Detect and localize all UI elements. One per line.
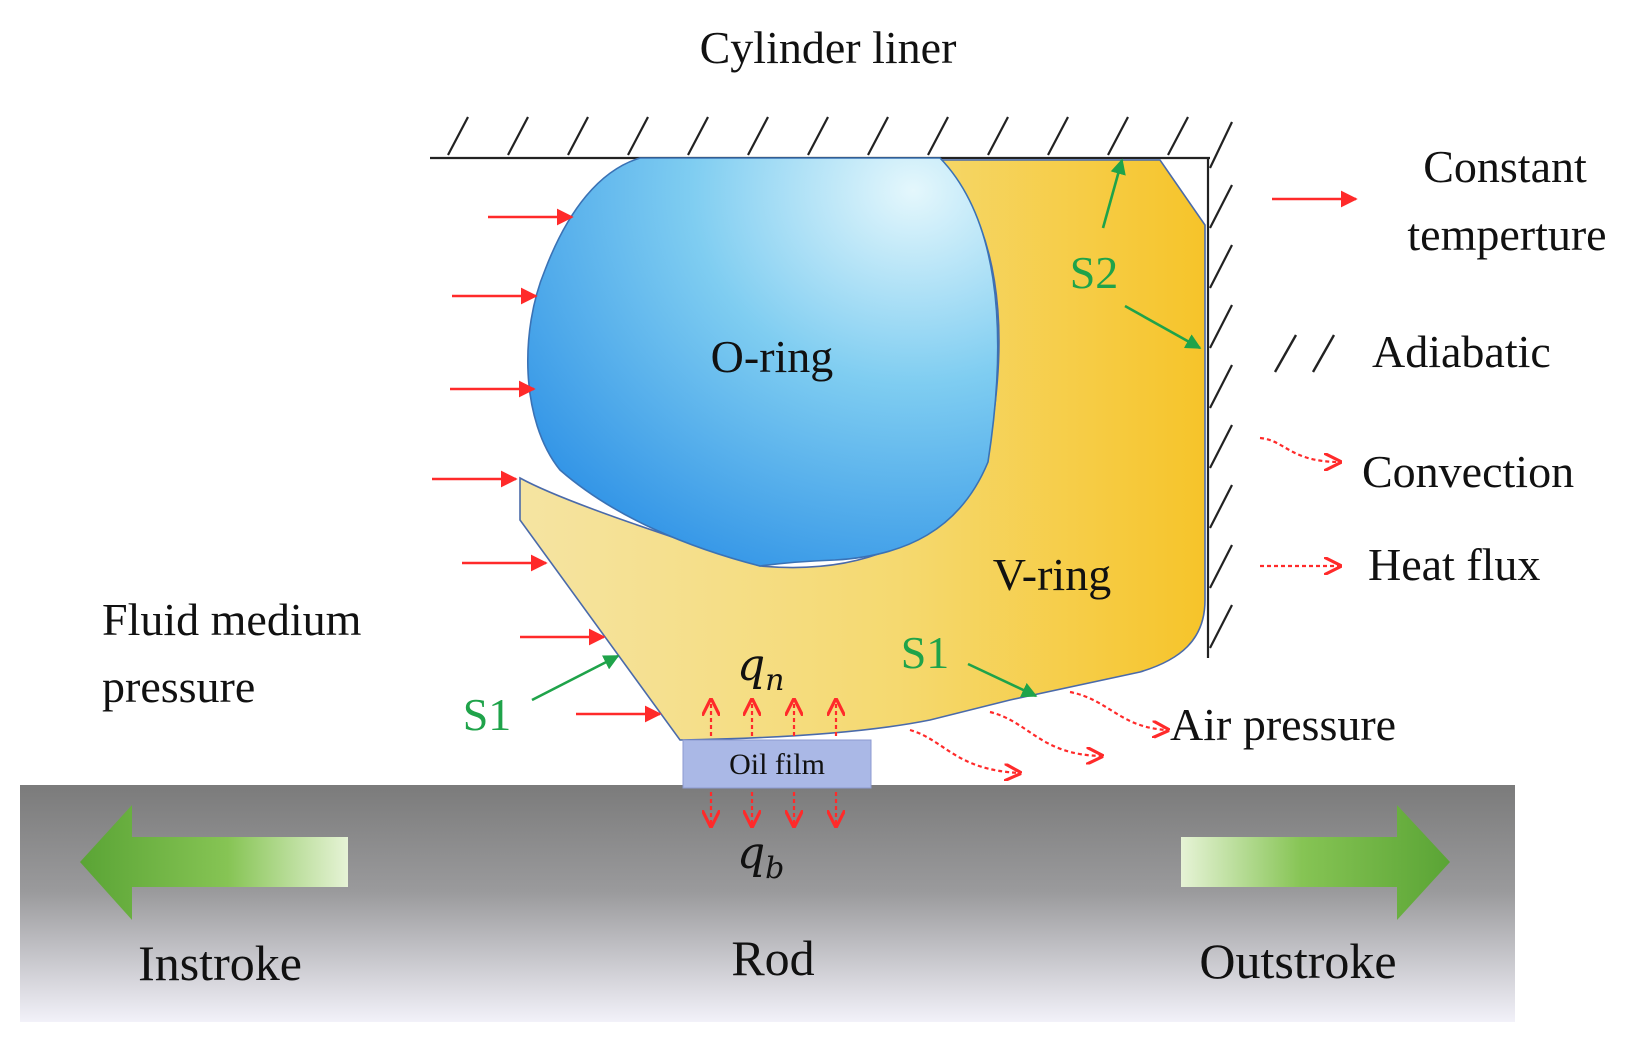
s1-label-left: S1 bbox=[463, 689, 512, 740]
s1-label-right: S1 bbox=[901, 627, 950, 678]
air-pressure-label: Air pressure bbox=[1170, 699, 1396, 750]
cylinder-liner-hatch bbox=[430, 116, 1210, 160]
legend-constant-line1: Constant bbox=[1423, 141, 1587, 192]
outstroke-label: Outstroke bbox=[1199, 933, 1396, 989]
q-b-label: qb bbox=[737, 828, 784, 886]
instroke-label: Instroke bbox=[138, 935, 302, 991]
oil-film-label: Oil film bbox=[729, 748, 825, 781]
rod bbox=[20, 785, 1515, 1022]
legend-heat-flux-label: Heat flux bbox=[1368, 539, 1540, 590]
fluid-medium-label-line2: pressure bbox=[102, 661, 255, 712]
legend-convection-label: Convection bbox=[1362, 446, 1574, 497]
instroke-arrow bbox=[80, 805, 348, 920]
legend-adiabatic-label: Adiabatic bbox=[1372, 326, 1551, 377]
s2-label: S2 bbox=[1070, 247, 1119, 298]
heat-flux-qn-arrows bbox=[711, 700, 836, 736]
q-n-label: qn bbox=[737, 640, 785, 698]
legend-constant-line2: temperture bbox=[1407, 209, 1606, 260]
rod-label: Rod bbox=[731, 930, 814, 986]
o-ring bbox=[527, 157, 999, 567]
v-ring-label: V-ring bbox=[993, 549, 1111, 600]
convection-arrows bbox=[909, 690, 1168, 773]
legend-convection-arrow bbox=[1259, 436, 1340, 462]
fluid-medium-label-line1: Fluid medium bbox=[102, 594, 362, 645]
legend: Constant temperture Adiabatic Convection… bbox=[1259, 141, 1607, 590]
cylinder-liner-label: Cylinder liner bbox=[700, 22, 957, 73]
o-ring-label: O-ring bbox=[711, 331, 834, 382]
outstroke-arrow bbox=[1181, 805, 1450, 920]
legend-adiabatic-hatch bbox=[1273, 334, 1336, 373]
side-wall-hatch bbox=[1206, 121, 1233, 658]
boundary-arrows bbox=[531, 158, 1202, 702]
oil-film bbox=[682, 739, 872, 789]
heat-flux-qb-arrows bbox=[711, 792, 836, 826]
fluid-pressure-arrows bbox=[432, 208, 662, 723]
